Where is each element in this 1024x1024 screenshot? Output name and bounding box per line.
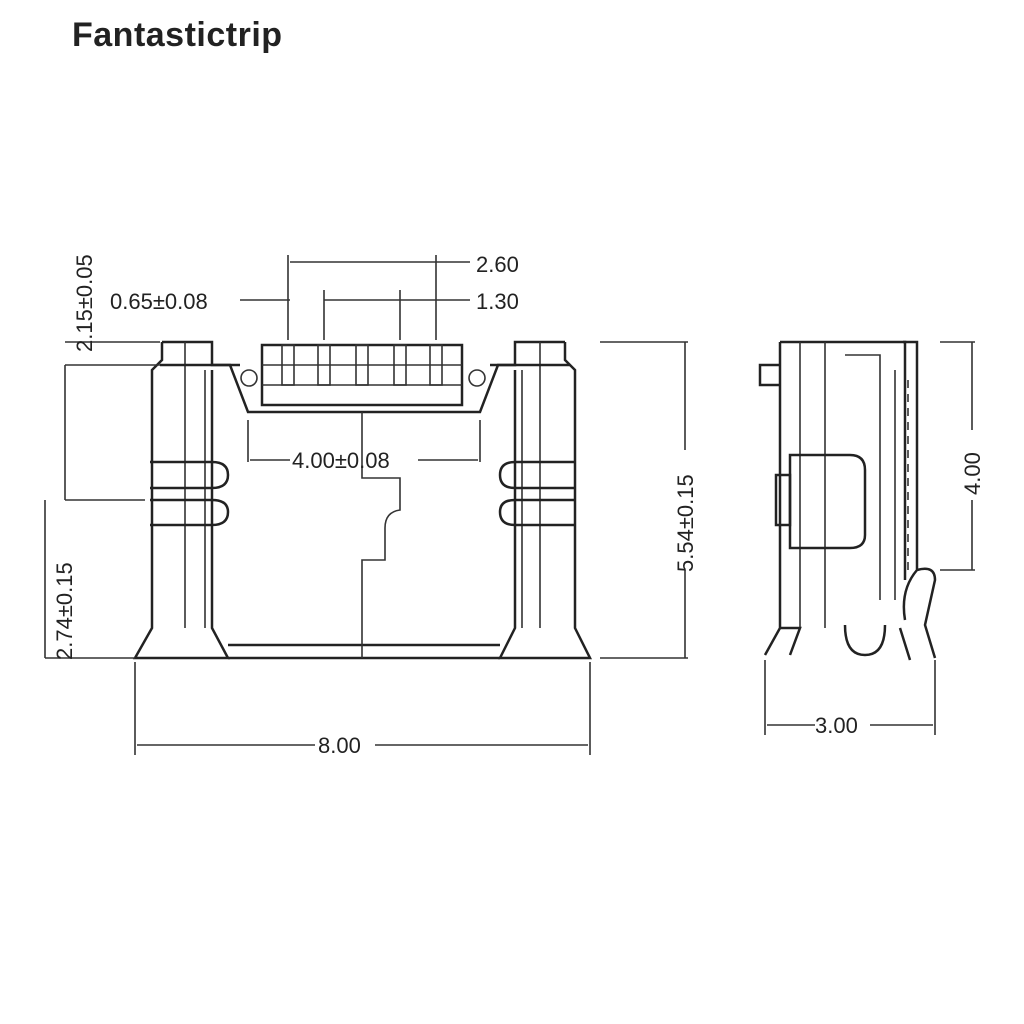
- dim-side-depth: 3.00: [815, 713, 858, 738]
- dim-lower-height: 2.74±0.15: [52, 562, 77, 660]
- front-view: [132, 340, 593, 660]
- dim-pitch-total: 2.60: [476, 252, 519, 277]
- dim-overall-width: 8.00: [318, 733, 361, 758]
- dim-pitch-pair: 1.30: [476, 289, 519, 314]
- dim-side-height: 4.00: [960, 452, 985, 495]
- brand-logo: Fantastictrip: [72, 16, 283, 54]
- dim-pin-width: 0.65±0.08: [110, 289, 208, 314]
- dimension-lines: [44, 255, 975, 755]
- dim-opening-width: 4.00±0.08: [292, 448, 390, 473]
- side-view: [758, 340, 937, 661]
- dim-top-height: 2.15±0.05: [72, 254, 97, 352]
- dim-overall-height: 5.54±0.15: [673, 474, 698, 572]
